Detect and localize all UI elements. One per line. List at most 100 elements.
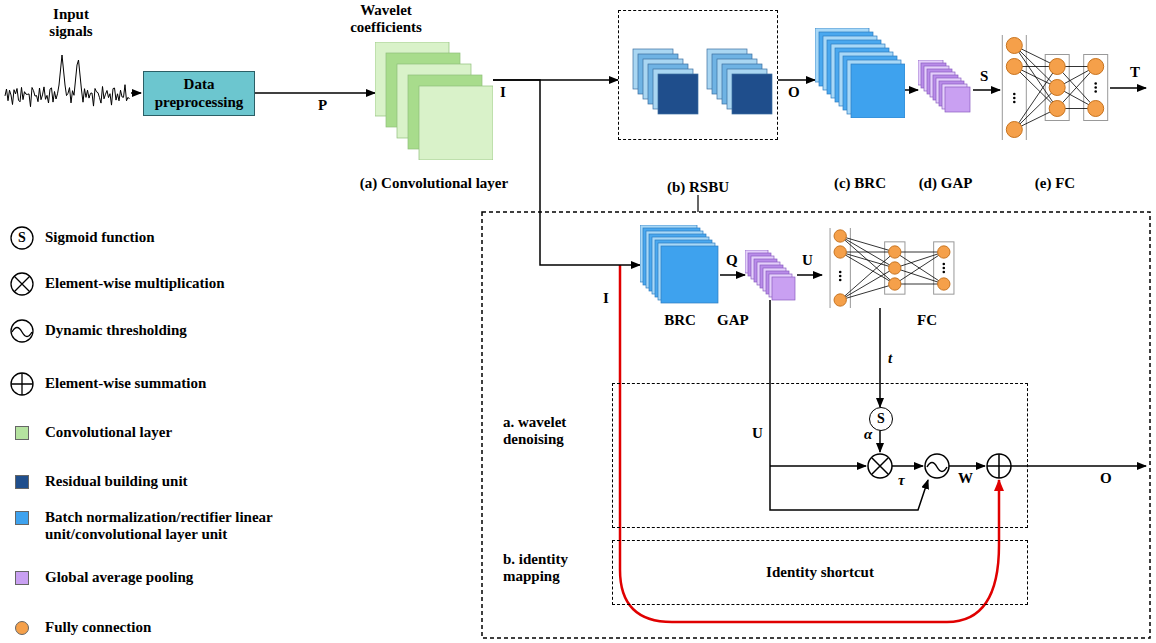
ellipsis-dot [839,271,842,274]
block-caption: (e) FC [1035,175,1075,192]
graphic-part [925,454,949,478]
signal-label: Wavelet coefficients [336,2,436,37]
neuron [1088,101,1104,117]
graphic-part [949,465,985,467]
flow-arrow [778,79,815,81]
signal-name: α [864,426,872,443]
region-heading: a. wavelet denoising [503,414,603,449]
neuron [834,230,846,242]
legend-text: Element-wise multiplication [45,275,225,292]
ellipsis-dot [839,275,842,278]
graphic-part [11,273,33,295]
graphic-part [1011,465,1146,467]
graphic-part [770,300,928,510]
neuron [889,278,901,290]
fc-link [840,252,895,268]
process-box: Data preprocessing [143,71,255,116]
graphic-part [131,92,141,94]
layer-stack-art [815,28,905,118]
signal-label: Input signals [36,6,106,41]
region-heading: b. identity mapping [503,551,603,586]
neuron [834,246,846,258]
graphic-part [927,463,947,472]
ellipsis-dot [1013,97,1016,100]
neuron [1006,59,1022,75]
fc-link [1014,67,1057,130]
ellipsis-dot [943,271,946,274]
neuron [1088,59,1104,75]
graphic-part [697,195,698,212]
fc-link [895,252,944,268]
ellipsis-dot [1094,82,1097,85]
ellipsis-dot [839,279,842,282]
ellipsis-dot [1094,86,1097,89]
legend-swatch [15,426,29,440]
layer-stack-art [640,225,720,305]
legend-text: Global average pooling [45,569,193,586]
fc-link [840,236,895,252]
graphic-part [872,458,888,474]
graphic-part [11,227,33,249]
gap-stack: (d) GAP [918,60,973,115]
fc-link [840,252,895,300]
edge-label: S [980,68,988,85]
signal-name: U [752,425,763,442]
fc-link [895,284,944,285]
ellipsis-dot [1013,101,1016,104]
fc-link [1014,46,1057,109]
layer-frame [1002,35,1026,140]
neuron [1049,80,1065,96]
neuron [1049,101,1065,117]
signal-name: T [1130,64,1140,81]
layer-stack-art [375,42,493,160]
block-caption: (a) Convolutional layer [360,175,508,192]
flow-arrow [905,89,918,91]
graphic-part [11,320,33,342]
fc-link [840,236,895,268]
fc-link [840,252,895,284]
graphic-part [770,465,866,467]
neuron [1006,38,1022,54]
feature-map [732,74,772,114]
legend-text: Element-wise summation [45,375,206,392]
graphic-part [14,276,30,292]
fc-link [895,252,944,284]
legend-text: Sigmoid function [45,229,155,246]
signal-name: τ [898,472,905,489]
flow-arrow [720,274,745,276]
legend-text: Residual building unit [45,473,188,490]
neuron [938,278,950,290]
neuron [1006,122,1022,138]
neuron [834,294,846,306]
graphic-part [5,55,130,107]
graphic-part [12,328,32,337]
layer-frame [1045,55,1069,121]
neuron [1049,59,1065,75]
feature-map [419,86,493,160]
graphic-part [892,465,923,467]
signal-name: W [958,470,973,487]
feature-map [658,74,698,114]
graphic-part [868,454,892,478]
flow-arrow [797,274,822,276]
sigmoid-circle: S [869,407,893,431]
sigmoid-symbol: S [877,411,885,427]
neuron [938,246,950,258]
graphic-part [11,373,33,395]
ellipsis-dot [943,263,946,266]
edge-label: t [888,350,892,367]
legend-swatch [15,621,29,635]
box-label: Data preprocessing [144,76,254,111]
fc-link [840,284,895,300]
layer-stack-art [619,11,779,141]
block-caption: (d) GAP [919,175,973,192]
flow-arrow [879,308,881,407]
layer-frame [1084,55,1108,121]
legend-symbol-letter: S [10,226,34,250]
fc-link [895,252,944,253]
graphic-part [987,454,1011,478]
feature-map [945,87,970,112]
legend-swatch [15,571,29,585]
block-caption: (c) BRC [834,175,886,192]
fc-link [895,268,944,284]
